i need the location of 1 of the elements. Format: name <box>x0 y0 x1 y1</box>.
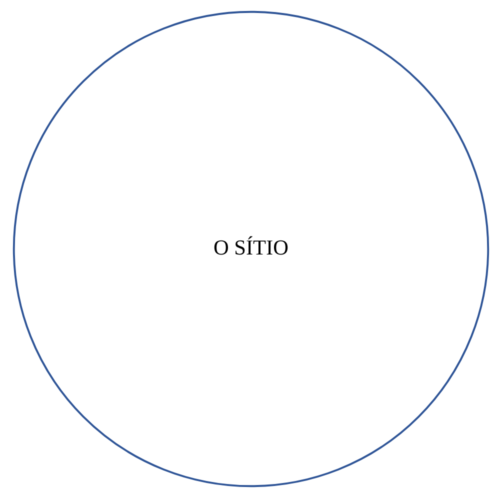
node-circle: O SÍTIO <box>12 10 489 488</box>
